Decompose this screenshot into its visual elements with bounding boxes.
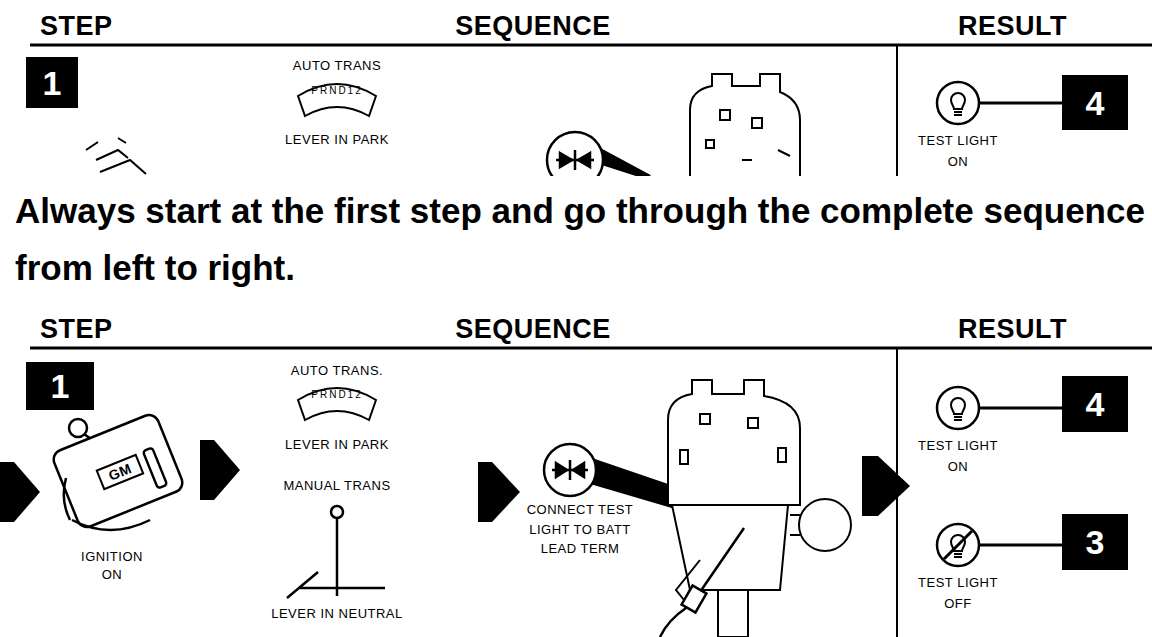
table-rule bbox=[30, 44, 1152, 47]
cropped-illustration bbox=[86, 74, 800, 176]
shift-lever bbox=[336, 518, 339, 588]
probe-symbol bbox=[547, 132, 603, 176]
shift-lever bbox=[287, 506, 385, 598]
result-label: TEST LIGHT ON bbox=[913, 436, 1003, 478]
probe-symbol bbox=[547, 132, 650, 176]
ignition-sketch bbox=[86, 138, 146, 174]
distributor bbox=[718, 590, 748, 637]
gear-letters: PRND12 bbox=[302, 84, 372, 98]
test-light-result: TEST LIGHT ON bbox=[913, 79, 1003, 173]
gear-indicator bbox=[298, 388, 376, 420]
icon-ring bbox=[937, 82, 979, 124]
probe-symbol bbox=[560, 153, 572, 167]
instruction-label: CONNECT TEST LIGHT TO BATT LEAD TERM bbox=[524, 500, 636, 559]
part-label: LEVER IN PARK bbox=[267, 436, 407, 454]
test-light-icon bbox=[934, 521, 982, 569]
gear-letters: PRND12 bbox=[302, 388, 372, 402]
result-label: TEST LIGHT ON bbox=[913, 131, 1003, 173]
part-label: AUTO TRANS. bbox=[277, 362, 397, 380]
distributor bbox=[790, 515, 800, 535]
bulb-symbol bbox=[951, 93, 965, 115]
step-number-text: 1 bbox=[51, 369, 70, 403]
icon-ring bbox=[937, 524, 979, 566]
probe-symbol bbox=[544, 444, 596, 496]
part-label: LEVER IN PARK bbox=[267, 131, 407, 149]
step-number: 4 bbox=[1062, 75, 1128, 130]
test-light-result: TEST LIGHT OFF bbox=[913, 521, 1003, 615]
test-light-probe bbox=[700, 528, 744, 592]
distributor bbox=[748, 418, 758, 428]
table-rule bbox=[30, 45, 1152, 637]
column-heading: STEP bbox=[40, 311, 160, 347]
probe-symbol bbox=[573, 463, 584, 477]
distributor bbox=[668, 380, 851, 637]
step-number-text: 4 bbox=[1086, 86, 1105, 120]
distributor-sketch bbox=[742, 150, 790, 160]
table-rule bbox=[30, 347, 1152, 350]
ignition-key bbox=[51, 412, 186, 530]
flow-arrow bbox=[0, 462, 40, 522]
shift-lever bbox=[287, 572, 385, 598]
result-connector bbox=[979, 102, 1062, 105]
test-light-icon bbox=[934, 384, 982, 432]
part-label: AUTO TRANS bbox=[277, 57, 397, 75]
flow-arrow bbox=[478, 462, 520, 522]
part-label: MANUAL TRANS bbox=[267, 477, 407, 495]
flow-arrow bbox=[200, 440, 240, 500]
probe-symbol bbox=[569, 460, 572, 480]
probe-symbol bbox=[578, 153, 590, 167]
column-heading: STEP bbox=[40, 8, 160, 44]
column-heading: SEQUENCE bbox=[423, 8, 643, 44]
distributor-sketch bbox=[752, 118, 762, 128]
ignition-key bbox=[51, 412, 186, 530]
step-number: 1 bbox=[26, 57, 78, 108]
instruction-note: Always start at the first step and go th… bbox=[15, 182, 1145, 296]
gear-indicator bbox=[298, 84, 376, 116]
distributor bbox=[700, 414, 710, 424]
ignition-key bbox=[143, 448, 167, 489]
step-number: 1 bbox=[26, 362, 94, 410]
distributor bbox=[799, 499, 851, 551]
distributor-sketch bbox=[720, 110, 730, 120]
column-heading: RESULT bbox=[958, 8, 1098, 44]
distributor-sketch bbox=[706, 140, 714, 148]
test-light-result: TEST LIGHT ON bbox=[913, 384, 1003, 478]
test-light-icon bbox=[934, 79, 982, 127]
part-label: LEVER IN NEUTRAL bbox=[252, 605, 422, 623]
test-light-probe bbox=[660, 608, 686, 637]
probe-symbol bbox=[574, 150, 577, 170]
step-number: 3 bbox=[1062, 514, 1128, 570]
part-label: IGNITION ON bbox=[70, 548, 154, 583]
distributor bbox=[680, 450, 688, 464]
step-number: 4 bbox=[1062, 376, 1128, 432]
shift-lever bbox=[331, 506, 343, 518]
gear-indicator bbox=[298, 84, 376, 116]
result-label: TEST LIGHT OFF bbox=[913, 573, 1003, 615]
distributor bbox=[668, 380, 800, 505]
test-light-probe bbox=[660, 528, 744, 637]
distributor-sketch bbox=[690, 74, 800, 176]
icon-ring bbox=[937, 387, 979, 429]
ignition-sketch bbox=[86, 138, 146, 174]
step-number-text: 4 bbox=[1086, 387, 1105, 421]
step-number-text: 3 bbox=[1086, 525, 1105, 559]
probe-symbol bbox=[556, 463, 567, 477]
flow-arrow bbox=[862, 456, 910, 516]
distributor bbox=[778, 448, 786, 462]
off-slash bbox=[944, 531, 972, 559]
table-rule bbox=[896, 45, 898, 176]
step-number-text: 1 bbox=[43, 66, 62, 100]
column-heading: SEQUENCE bbox=[423, 311, 643, 347]
column-heading: RESULT bbox=[958, 311, 1098, 347]
result-connector bbox=[979, 544, 1062, 547]
result-connector bbox=[979, 407, 1062, 410]
bulb-symbol bbox=[951, 398, 965, 420]
gear-indicator bbox=[298, 388, 376, 420]
distributor-sketch bbox=[690, 74, 800, 176]
